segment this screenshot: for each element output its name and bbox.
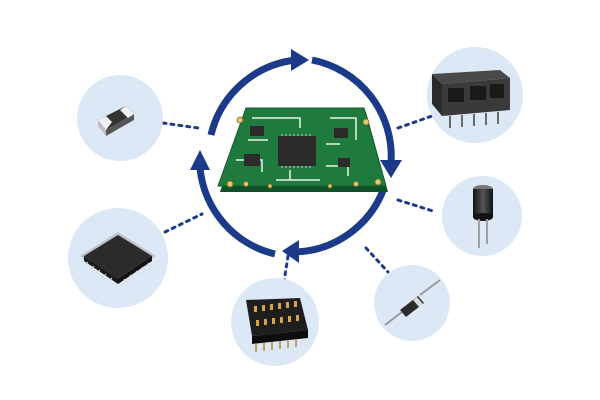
cycle-arc-bottom	[291, 186, 388, 256]
connector-to-diode	[364, 246, 390, 274]
diode-icon	[384, 279, 441, 326]
connector-to-capacitor	[396, 198, 438, 214]
cycle-arc-right	[311, 56, 395, 164]
arrowhead-left	[190, 150, 210, 170]
cycle-arrowheads	[190, 49, 402, 263]
arrowhead-right	[380, 160, 402, 178]
component-electrolytic-capacitor	[442, 176, 522, 256]
component-diode	[374, 265, 450, 341]
component-smd-resistor	[77, 75, 163, 161]
power-connector-icon	[432, 70, 510, 128]
connector-to-qfp	[163, 212, 204, 234]
circular-cycle-arrows	[196, 56, 395, 258]
component-pin-header-connector	[231, 278, 319, 366]
connector-to-pin-header	[282, 254, 290, 284]
connector-to-power-connector	[396, 114, 434, 130]
component-qfp-chip	[68, 208, 168, 308]
connector-to-resistor	[161, 121, 200, 130]
arrowhead-top	[291, 49, 309, 71]
connector-lines	[161, 114, 438, 284]
smd-resistor-icon	[98, 106, 134, 136]
pcb-icon	[217, 107, 388, 192]
pin-header-icon	[246, 298, 308, 352]
cycle-arc-left	[196, 167, 276, 258]
cycle-arc-top	[207, 56, 297, 136]
arrowhead-bottom	[282, 240, 299, 263]
qfp-chip-icon	[80, 232, 156, 284]
component-power-connector	[427, 47, 523, 143]
capacitor-icon	[473, 185, 493, 248]
